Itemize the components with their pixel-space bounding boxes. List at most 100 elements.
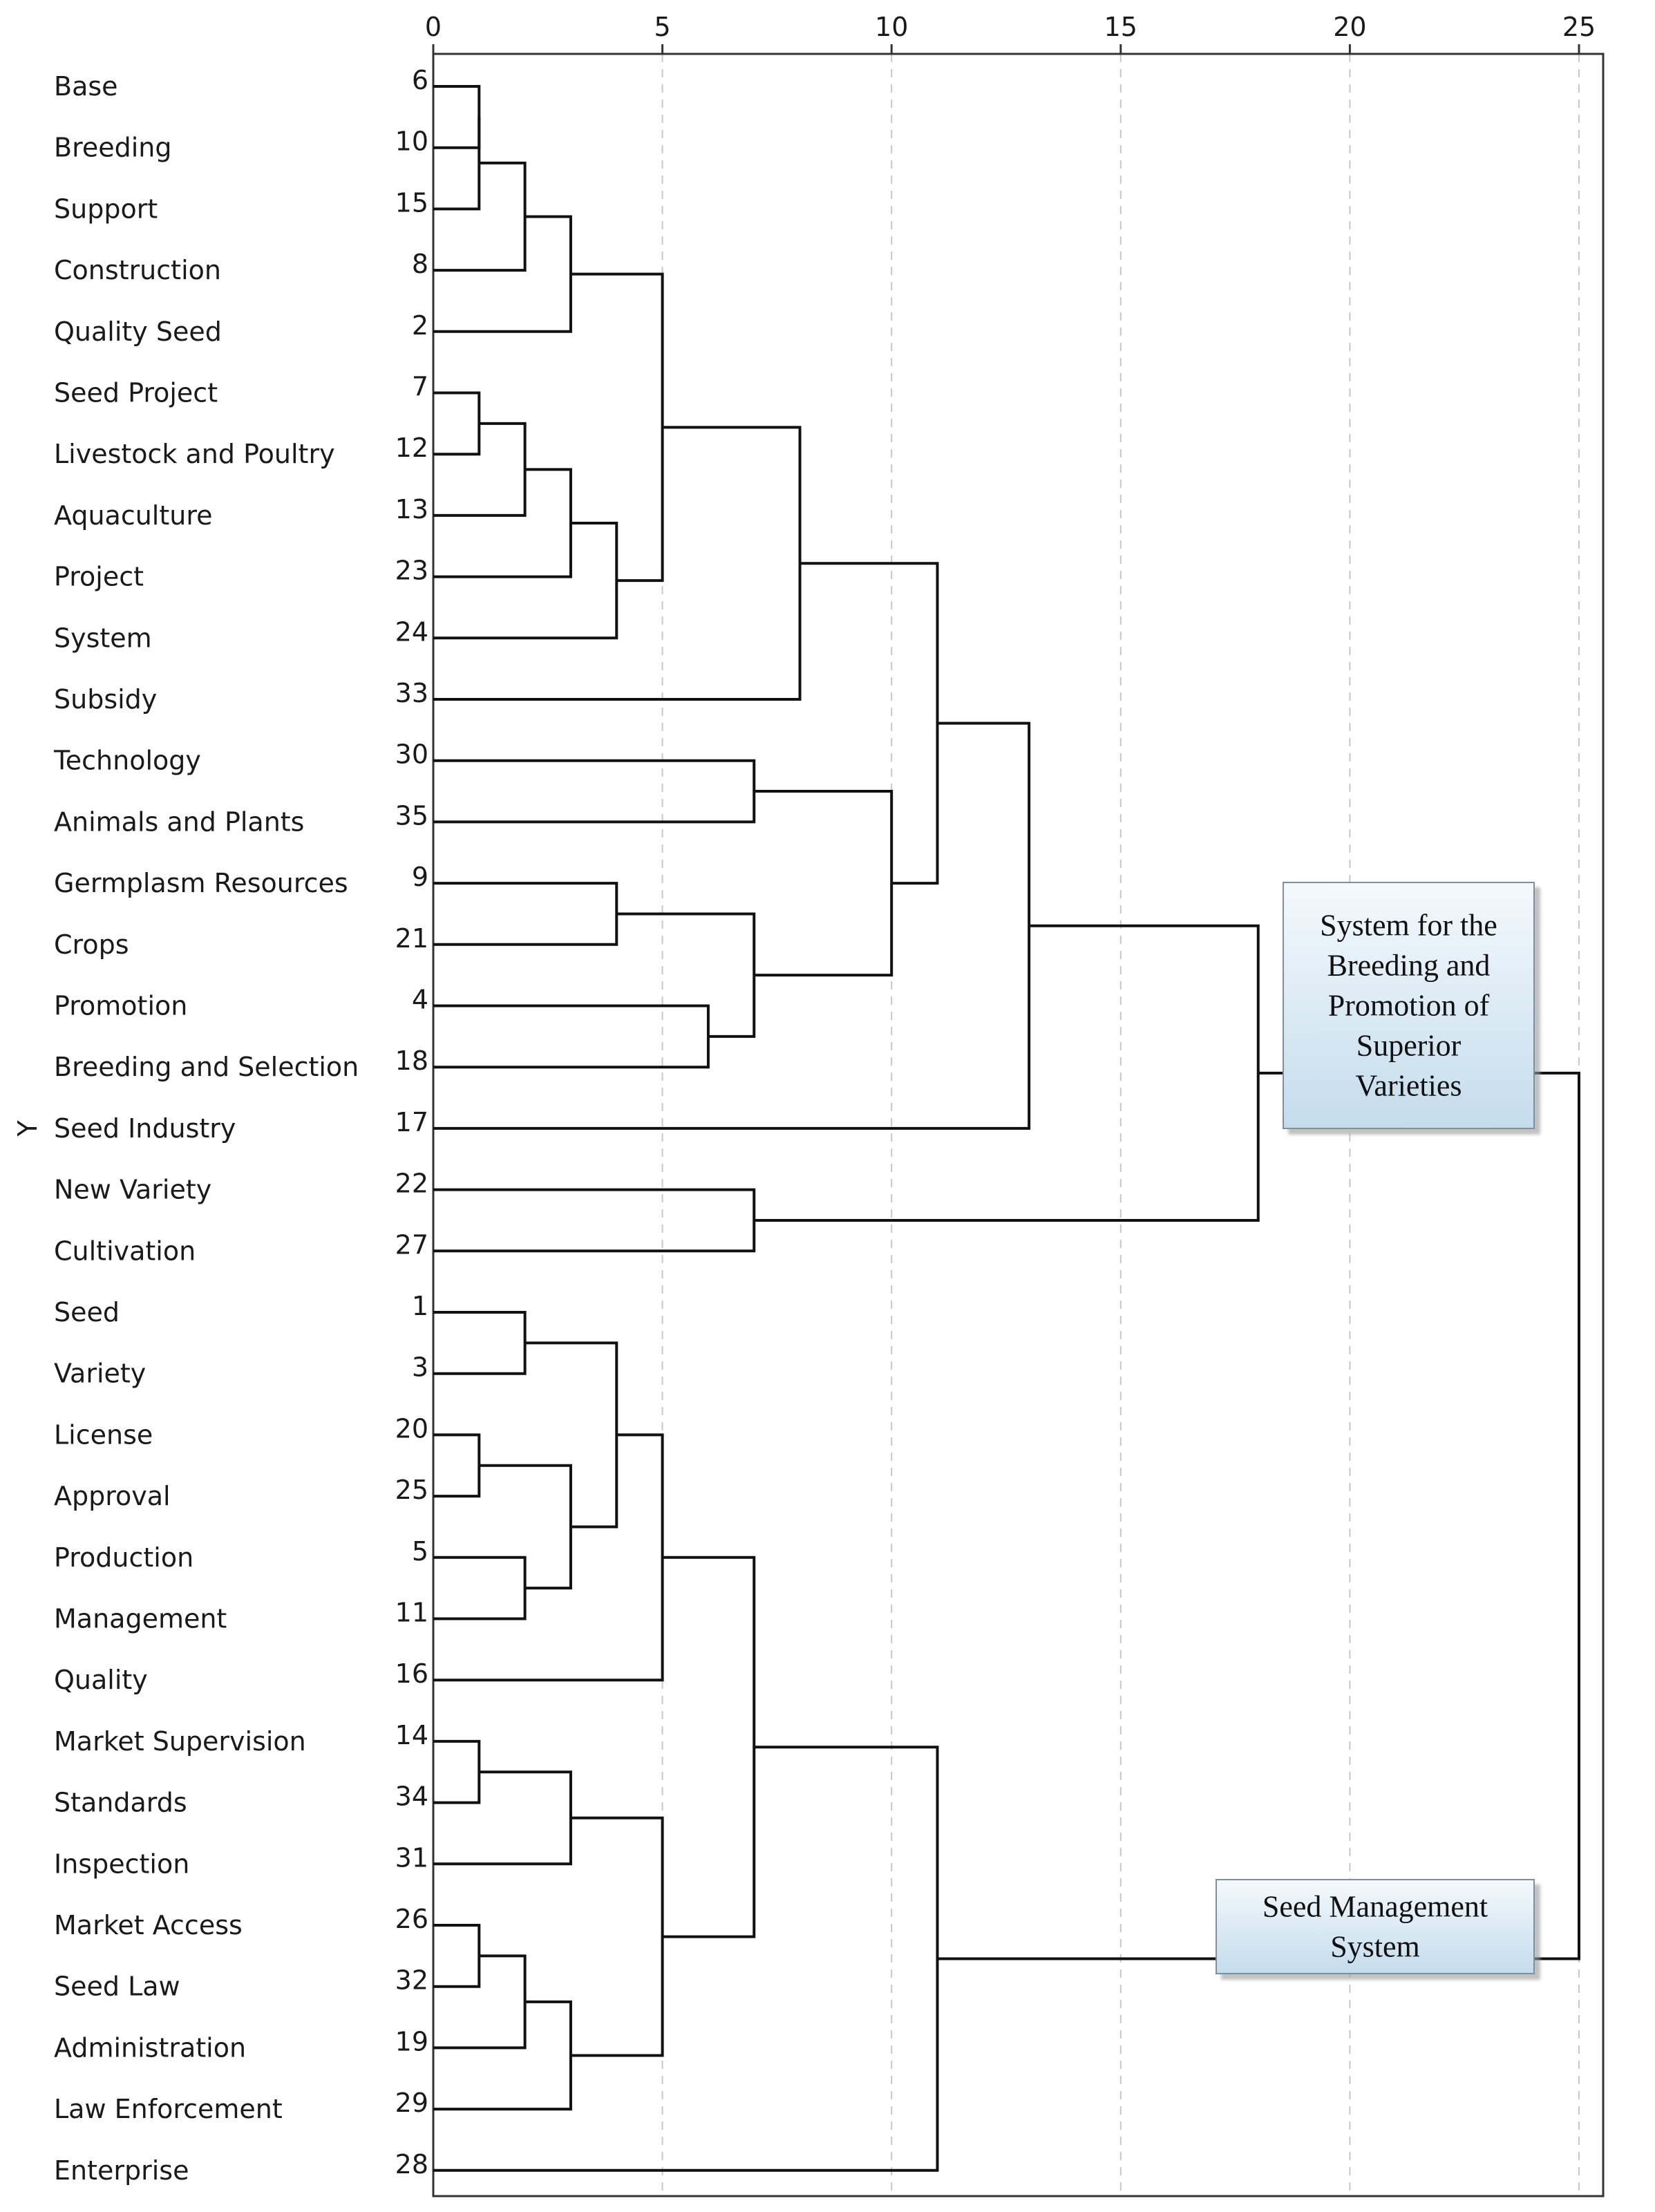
leaf-label: Quality Seed — [54, 316, 222, 347]
leaf-label: Production — [54, 1542, 193, 1573]
merge-link — [433, 1188, 756, 1253]
leaf-label: Seed — [54, 1297, 120, 1327]
leaf-label: Market Supervision — [54, 1726, 306, 1757]
leaf-id: 7 — [412, 372, 428, 402]
merge-link — [433, 85, 481, 149]
leaf-id: 9 — [412, 862, 428, 892]
annotation-text: Varieties — [1356, 1069, 1462, 1103]
annotation-text: Breeding and — [1327, 949, 1491, 983]
tick-label-15: 15 — [1104, 12, 1137, 42]
leaf-id: 29 — [395, 2088, 428, 2118]
leaf-label: Standards — [54, 1788, 187, 1818]
leaf-label: System — [54, 623, 152, 653]
leaf-id: 3 — [412, 1352, 428, 1383]
annotation-text: System — [1330, 1930, 1420, 1964]
merge-link — [433, 468, 572, 578]
merge-link — [433, 215, 572, 333]
leaf-id: 20 — [395, 1413, 428, 1444]
leaf-label: Construction — [54, 255, 221, 285]
leaf-id: 22 — [395, 1169, 428, 1199]
tick-label-10: 10 — [875, 12, 908, 42]
leaf-label: New Variety — [54, 1175, 211, 1205]
leaf-id: 8 — [412, 249, 428, 279]
tick-label-25: 25 — [1562, 12, 1596, 42]
merge-link — [433, 117, 481, 211]
leaf-label: Livestock and Poultry — [54, 439, 335, 469]
merge-link — [433, 1746, 939, 2172]
leaf-id: 2 — [412, 310, 428, 341]
leaf-id: 24 — [395, 616, 428, 647]
merge-link — [433, 1924, 481, 1988]
row-marker: Y — [12, 1120, 43, 1137]
leaf-id: 17 — [395, 1107, 428, 1137]
leaf-label: Law Enforcement — [54, 2094, 283, 2124]
leaf-id: 14 — [395, 1720, 428, 1750]
leaf-label: Technology — [53, 746, 201, 776]
leaf-id: 16 — [395, 1658, 428, 1689]
merge-link — [433, 391, 481, 456]
leaf-id: 28 — [395, 2149, 428, 2180]
leaf-label: Administration — [54, 2032, 246, 2063]
leaf-label: Variety — [54, 1359, 146, 1389]
leaf-label: Quality — [54, 1665, 148, 1695]
merge-link — [433, 1770, 572, 1866]
leaf-id: 5 — [412, 1536, 428, 1567]
merge-link — [433, 1739, 481, 1804]
leaf-id: 18 — [395, 1046, 428, 1076]
merge-link — [433, 1433, 481, 1498]
leaf-id: 21 — [395, 923, 428, 954]
tick-label-20: 20 — [1333, 12, 1366, 42]
leaf-label: Promotion — [54, 991, 187, 1021]
leaf-id: 12 — [395, 433, 428, 463]
leaf-label: Project — [54, 562, 144, 592]
leaf-label: Seed Project — [54, 378, 218, 408]
leaf-id: 23 — [395, 556, 428, 586]
leaf-label: Market Access — [54, 1910, 243, 1940]
annotation-text: System for the — [1320, 909, 1497, 943]
annotation-box — [1283, 882, 1535, 1129]
merge-link — [433, 882, 618, 946]
merge-link — [570, 1816, 664, 2057]
leaf-label: Inspection — [54, 1849, 189, 1879]
leaf-label: Animals and Plants — [54, 806, 304, 837]
leaf-id: 10 — [395, 126, 428, 157]
merge-link — [433, 1004, 710, 1069]
leaf-id: 1 — [412, 1291, 428, 1321]
tick-label-0: 0 — [425, 12, 442, 42]
leaf-id: 19 — [395, 2026, 428, 2057]
leaf-label: Enterprise — [54, 2155, 189, 2186]
leaf-label: Management — [54, 1604, 227, 1634]
leaf-label: Breeding and Selection — [54, 1052, 359, 1082]
leaf-id: 34 — [395, 1781, 428, 1812]
leaf-label: Crops — [54, 929, 129, 960]
leaf-id: 25 — [395, 1475, 428, 1505]
annotation-text: Superior — [1356, 1029, 1462, 1063]
annotation-text: Promotion of — [1328, 989, 1490, 1023]
merge-link — [616, 912, 756, 1038]
leaf-label: Subsidy — [54, 684, 157, 715]
tick-label-5: 5 — [654, 12, 671, 42]
leaf-label: Seed Industry — [54, 1113, 236, 1144]
leaf-id: 30 — [395, 739, 428, 770]
x-axis: 0 5 10 15 20 25 — [425, 12, 1596, 54]
leaf-label: Aquaculture — [54, 500, 213, 531]
leaf-id: 13 — [395, 494, 428, 524]
merge-link — [433, 2000, 572, 2111]
leaf-id: 4 — [412, 985, 428, 1015]
merge-link — [662, 1556, 756, 1938]
leaf-label: Base — [54, 71, 118, 102]
merge-link — [433, 759, 756, 824]
leaf-label: Seed Law — [54, 1972, 180, 2002]
leaf-id: 33 — [395, 678, 428, 708]
leaf-id: 31 — [395, 1842, 428, 1873]
leaf-id: 26 — [395, 1904, 428, 1934]
leaf-id: 35 — [395, 800, 428, 831]
leaf-label: Approval — [54, 1481, 171, 1511]
leaf-id: 27 — [395, 1229, 428, 1260]
merge-link — [754, 790, 893, 977]
